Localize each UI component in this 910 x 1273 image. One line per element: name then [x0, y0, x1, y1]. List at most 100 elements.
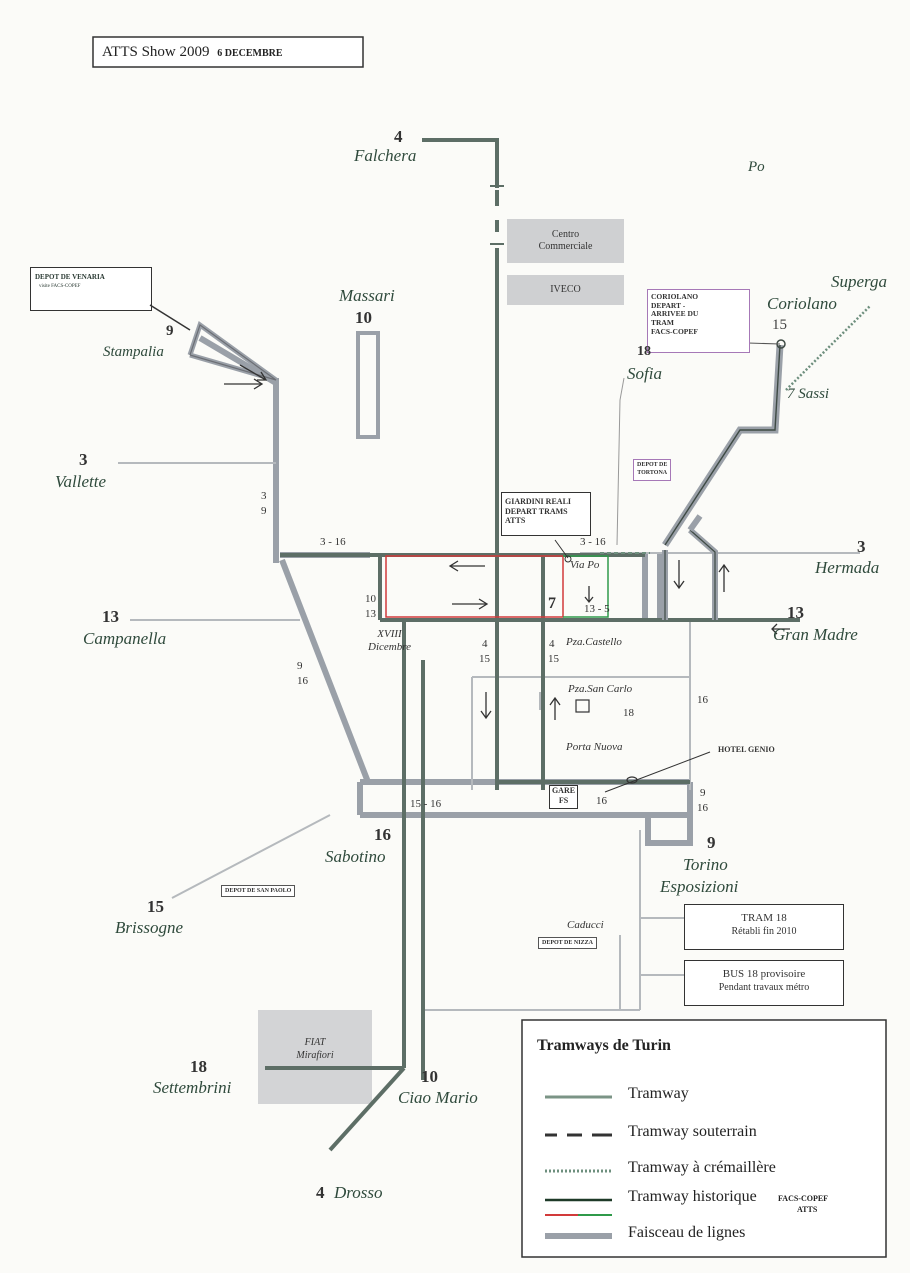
label-settembrini: Settembrini	[153, 1078, 232, 1097]
label-drosso: Drosso	[334, 1183, 383, 1202]
centro-commerciale-box	[507, 219, 624, 263]
label-num-4-drosso: 4	[316, 1183, 325, 1202]
legend-item-cremaillere: Tramway à crémaillère	[628, 1159, 776, 1176]
bundle-lines	[198, 335, 693, 846]
label-pza-san-carlo: Pza.San Carlo	[568, 683, 633, 695]
label-15-right: 15	[548, 653, 559, 665]
coriolano-box-text: CORIOLANO DEPART - ARRIVEE DU TRAM FACS-…	[651, 292, 749, 336]
label-sabotino: Sabotino	[325, 847, 386, 866]
legend-item-faisceau: Faisceau de lignes	[628, 1224, 746, 1241]
legend-title: Tramways de Turin	[537, 1037, 671, 1054]
label-num-4-top: 4	[394, 127, 403, 146]
fiat-line-2: Mirafiori	[296, 1050, 334, 1061]
label-4-right: 4	[549, 638, 555, 650]
label-sofia: Sofia	[627, 364, 662, 383]
giardini-reali-box: GIARDINI REALI DEPART TRAMS ATTS	[501, 492, 591, 536]
hotel-genio-pointer	[604, 751, 711, 793]
label-porta-nuova: Porta Nuova	[566, 741, 623, 753]
coriolano-line-5: FACS-COPEF	[651, 326, 698, 336]
coriolano-line-3: ARRIVEE DU	[651, 309, 699, 319]
label-18-san-carlo: 18	[623, 707, 634, 719]
depot-venaria-sub: visite FACS-COPEF	[39, 284, 81, 289]
label-num-13-campanella: 13	[102, 607, 119, 626]
coriolano-box: CORIOLANO DEPART - ARRIVEE DU TRAM FACS-…	[647, 289, 750, 353]
header-date: 6 DECEMBRE	[217, 48, 283, 59]
label-num-9-torino: 9	[707, 833, 716, 852]
legend-item-souterrain: Tramway souterrain	[628, 1123, 757, 1140]
depot-tortona-line-2: TORTONA	[637, 469, 668, 476]
label-num-3-vallette: 3	[79, 450, 88, 469]
label-num-9-stampalia: 9	[166, 323, 174, 339]
label-15-left: 15	[479, 653, 490, 665]
label-torino: Torino	[683, 855, 728, 874]
legend-historique-note-2: ATTS	[797, 1205, 818, 1214]
depot-venaria-box: DEPOT DE VENARIA visite FACS-COPEF	[30, 267, 152, 311]
centro-line-2: Commerciale	[538, 241, 593, 252]
giardini-text: GIARDINI REALI DEPART TRAMS ATTS	[505, 497, 590, 526]
label-ciao-mario: Ciao Mario	[398, 1088, 478, 1107]
bus18-box: BUS 18 provisoire Pendant travaux métro	[684, 960, 844, 1006]
label-num-13-gran-madre: 13	[787, 603, 804, 622]
label-num-10-massari: 10	[355, 308, 372, 327]
label-falchera: Falchera	[354, 146, 417, 165]
label-16-right-b: 16	[697, 802, 708, 814]
coriolano-line-4: TRAM	[651, 317, 674, 327]
label-campanella: Campanella	[83, 629, 167, 648]
header-title-text: ATTS Show 2009	[102, 44, 210, 60]
historic-loop-red	[385, 555, 564, 618]
label-3-16-left: 3 - 16	[320, 536, 346, 548]
label-xviii-dicembre: XVIII Dicembre	[368, 628, 411, 654]
pza-san-carlo-square	[575, 699, 590, 713]
gare-fs-line-1: GARE	[551, 786, 576, 795]
label-3-9-b: 9	[261, 505, 267, 517]
legend-samples	[545, 1095, 612, 1239]
iveco-label: IVECO	[550, 284, 581, 295]
depot-nizza: DEPOT DE NIZZA	[538, 937, 597, 949]
legend-item-tramway: Tramway	[628, 1085, 689, 1102]
label-esposizioni: Esposizioni	[660, 877, 739, 896]
label-coriolano: Coriolano	[767, 294, 837, 313]
historic-loop-green	[563, 555, 609, 618]
label-9-16-b: 16	[297, 675, 308, 687]
stampalia-loop	[187, 320, 278, 383]
tram18-line-2: Rétabli fin 2010	[731, 925, 797, 937]
label-dicembre: Dicembre	[368, 641, 411, 654]
label-num-7: 7	[548, 595, 556, 612]
label-9-16-a: 9	[297, 660, 303, 672]
legend-historique-note-1: FACS-COPEF	[778, 1194, 829, 1203]
centro-commerciale-label: Centro Commerciale	[507, 229, 624, 253]
direction-arrows	[224, 364, 790, 720]
depot-san-paolo: DEPOT DE SAN PAOLO	[221, 885, 296, 897]
label-superga: Superga	[831, 272, 888, 291]
label-13-5: 13 - 5	[584, 603, 610, 615]
massari-line	[356, 331, 380, 439]
depot-tortona-line-1: DEPOT DE	[637, 462, 668, 468]
underground-section	[490, 185, 504, 248]
label-10: 10	[365, 593, 376, 605]
label-num-3-hermada: 3	[857, 537, 866, 556]
gare-fs-box: GARE FS	[549, 785, 578, 809]
label-16-right: 16	[697, 694, 708, 706]
label-sassi: 7 Sassi	[787, 386, 830, 402]
sassi-line	[662, 344, 784, 620]
tram18-box: TRAM 18 Rétabli fin 2010	[684, 904, 844, 950]
bus18-line-1: BUS 18 provisoire	[722, 968, 806, 980]
label-vallette: Vallette	[55, 472, 106, 491]
sofia-pointer	[616, 377, 625, 546]
label-caducci: Caducci	[567, 919, 604, 931]
centro-line-1: Centro	[551, 229, 580, 240]
label-num-15-coriolano: 15	[772, 317, 787, 333]
depot-tortona: DEPOT DE TORTONA	[633, 459, 672, 481]
label-3-16-right: 3 - 16	[580, 536, 606, 548]
giardini-line-1: GIARDINI REALI	[505, 497, 572, 506]
label-num-16-sabotino: 16	[374, 825, 391, 844]
label-num-18-settembrini: 18	[190, 1057, 207, 1076]
legend-item-historique: Tramway historique	[628, 1188, 757, 1205]
label-massari: Massari	[339, 286, 395, 305]
label-4-left: 4	[482, 638, 488, 650]
fiat-line-1: FIAT	[304, 1037, 326, 1048]
gare-fs-line-2: FS	[558, 796, 569, 805]
label-xviii: XVIII	[377, 628, 402, 640]
